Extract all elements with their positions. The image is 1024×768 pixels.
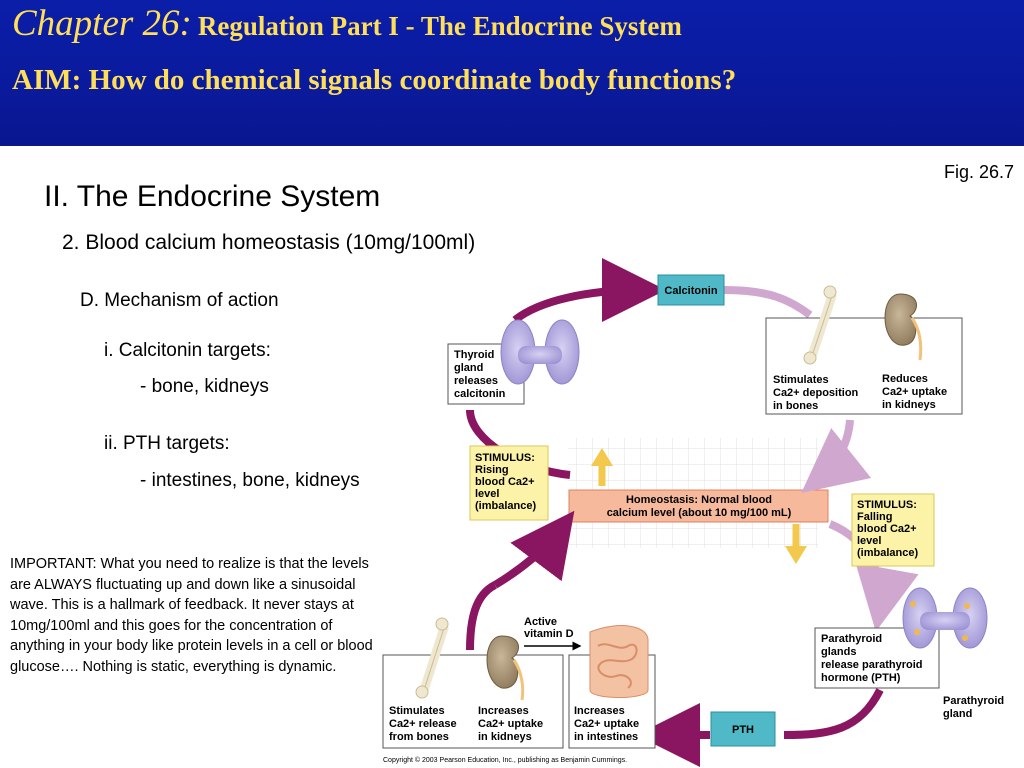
targets-to-homeostasis-bottom-arrow	[492, 510, 575, 589]
targets-to-homeostasis-arrow	[801, 419, 872, 493]
intest-line3: in intestines	[574, 731, 638, 743]
bone-icon	[803, 285, 837, 365]
parathyroid-to-pth-arrow	[783, 688, 884, 739]
stim-fall-line1: STIMULUS:	[857, 499, 917, 511]
intest-line2: Ca2+ uptake	[574, 718, 639, 730]
calcitonin-box	[657, 274, 725, 306]
stim-rise-line3: blood Ca2+	[475, 476, 535, 488]
calcitonin-targets-list: - bone, kidneys	[140, 376, 269, 397]
para-line3: release parathyroid	[821, 659, 923, 671]
pth-targets-list: - intestines, bone, kidneys	[140, 470, 360, 491]
calcitonin-targets-label: i. Calcitonin targets:	[104, 340, 271, 361]
kidney-bot-line2: Ca2+ uptake	[478, 718, 543, 730]
bone-bot-line1: Stimulates	[389, 705, 445, 717]
down-arrow-head-icon	[785, 546, 807, 564]
thyroid-line2: gland	[454, 362, 483, 374]
stim-fall-line3: blood Ca2+	[857, 523, 917, 535]
bone-icon	[415, 617, 449, 699]
thyroid-gland-icon	[500, 319, 580, 385]
chapter-number: Chapter 26:	[12, 3, 192, 44]
figure-label: Fig. 26.7	[943, 162, 1014, 182]
bone-bot-line2: Ca2+ release	[389, 718, 457, 730]
vitamin-d-line1: Active	[524, 616, 557, 628]
stim-rise-line1: STIMULUS:	[475, 452, 535, 464]
pth-label: PTH	[732, 724, 754, 736]
intestine-icon	[589, 625, 649, 698]
para-line1: Parathyroid	[821, 633, 882, 645]
bone-top-line1: Stimulates	[773, 374, 829, 386]
chapter-title: Chapter 26:Regulation Part I - The Endoc…	[12, 2, 682, 45]
stimulus-falling-box	[851, 493, 935, 567]
pth-box	[710, 711, 776, 747]
kidney-top-line1: Reduces	[882, 373, 928, 385]
homeostasis-box	[568, 489, 829, 523]
vitamin-d-line2: vitamin D	[524, 628, 574, 640]
stim-rise-line4: level	[475, 488, 499, 500]
stim-fall-line4: level	[857, 535, 881, 547]
para-gland-line1: Parathyroid	[943, 695, 1004, 707]
up-arrow-head-icon	[591, 448, 613, 466]
stimulus-rising-box	[469, 445, 549, 521]
important-note: IMPORTANT: What you need to realize is t…	[10, 556, 373, 675]
calcitonin-label: Calcitonin	[664, 285, 717, 297]
copyright-text: Copyright © 2003 Pearson Education, Inc.…	[383, 756, 627, 764]
kidney-top-line2: Ca2+ uptake	[882, 386, 947, 398]
thyroid-line1: Thyroid	[454, 349, 494, 361]
kidney-top-line3: in kidneys	[882, 399, 936, 411]
intest-line1: Increases	[574, 705, 625, 717]
kidney-icon	[884, 293, 923, 361]
para-line2: glands	[821, 646, 856, 658]
kidney-bot-line1: Increases	[478, 705, 529, 717]
bone-to-rise-arrow	[466, 581, 498, 651]
stim-fall-line5: (imbalance)	[857, 547, 918, 559]
subtopic-heading: D. Mechanism of action	[80, 290, 279, 311]
section-heading: II. The Endocrine System	[44, 180, 381, 213]
stim-rise-line2: Rising	[475, 464, 509, 476]
kidney-icon	[486, 635, 525, 701]
chapter-subtitle: Regulation Part I - The Endocrine System	[197, 11, 682, 41]
thyroid-line4: calcitonin	[454, 388, 506, 400]
para-line4: hormone (PTH)	[821, 672, 901, 684]
bone-top-line2: Ca2+ deposition	[773, 387, 859, 399]
kidney-bot-line3: in kidneys	[478, 731, 532, 743]
bone-bot-line3: from bones	[389, 731, 449, 743]
title-banner: Chapter 26:Regulation Part I - The Endoc…	[0, 0, 1024, 146]
para-gland-line2: gland	[943, 708, 972, 720]
stim-rise-line5: (imbalance)	[475, 500, 536, 512]
calcitonin-targets-box	[765, 317, 963, 415]
pth-bone-kidney-box	[382, 654, 564, 749]
aim-statement: AIM: How do chemical signals coordinate …	[12, 64, 737, 96]
homeostasis-line2: calcium level (about 10 mg/100 mL)	[607, 507, 792, 519]
thyroid-to-calcitonin-arrow	[512, 258, 666, 324]
parathyroid-gland-icon	[902, 587, 988, 649]
homeostasis-line1: Homeostasis: Normal blood	[626, 494, 772, 506]
topic-heading: 2. Blood calcium homeostasis (10mg/100ml…	[62, 231, 476, 254]
bone-top-line3: in bones	[773, 400, 818, 412]
stim-fall-line2: Falling	[857, 511, 892, 523]
pth-targets-label: ii. PTH targets:	[104, 433, 230, 454]
calcitonin-to-targets-arrow	[723, 286, 813, 319]
thyroid-line3: releases	[454, 375, 498, 387]
